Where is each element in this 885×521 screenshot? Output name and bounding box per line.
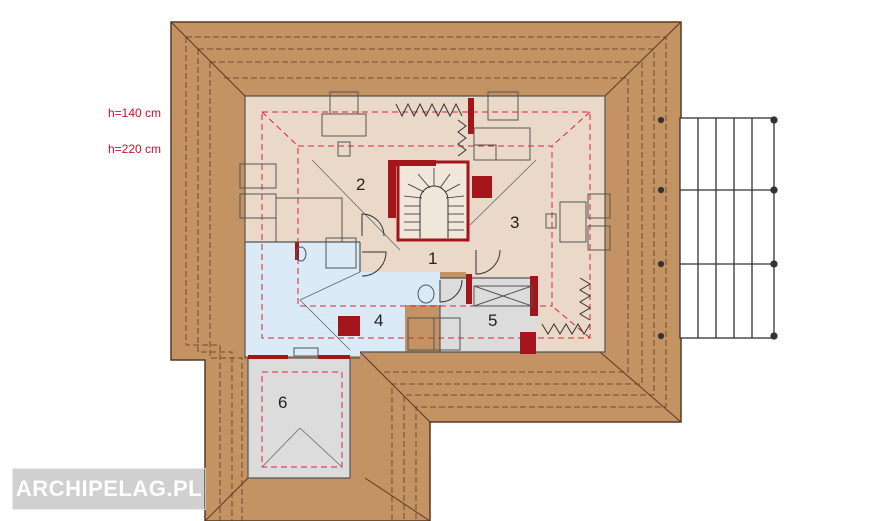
doors xyxy=(361,213,501,303)
height-limit-lines xyxy=(261,111,591,468)
room-number-2: 2 xyxy=(356,175,365,194)
ridge-guides xyxy=(261,159,537,468)
room-area-grey-lower xyxy=(248,358,350,478)
room-number-1: 1 xyxy=(428,249,437,268)
staircase xyxy=(396,160,470,242)
room-number-4: 4 xyxy=(374,311,383,330)
structural-walls xyxy=(248,98,538,359)
room-number-6: 6 xyxy=(278,393,287,412)
wardrobes xyxy=(395,102,591,335)
room-number-3: 3 xyxy=(510,213,519,232)
hip-lines xyxy=(170,21,682,521)
furniture xyxy=(239,91,611,357)
height-note-high: h=220 cm xyxy=(108,142,162,156)
room-area-grey xyxy=(440,278,538,352)
room-number-5: 5 xyxy=(488,311,497,330)
room-area-blue xyxy=(245,242,440,356)
height-note-low: h=140 cm xyxy=(108,106,162,120)
eave-lines xyxy=(185,36,667,521)
watermark-text: ARCHIPELAG.PL xyxy=(15,476,203,501)
balcony xyxy=(657,116,778,340)
watermark-logo: ARCHIPELAG.PL xyxy=(12,468,206,510)
